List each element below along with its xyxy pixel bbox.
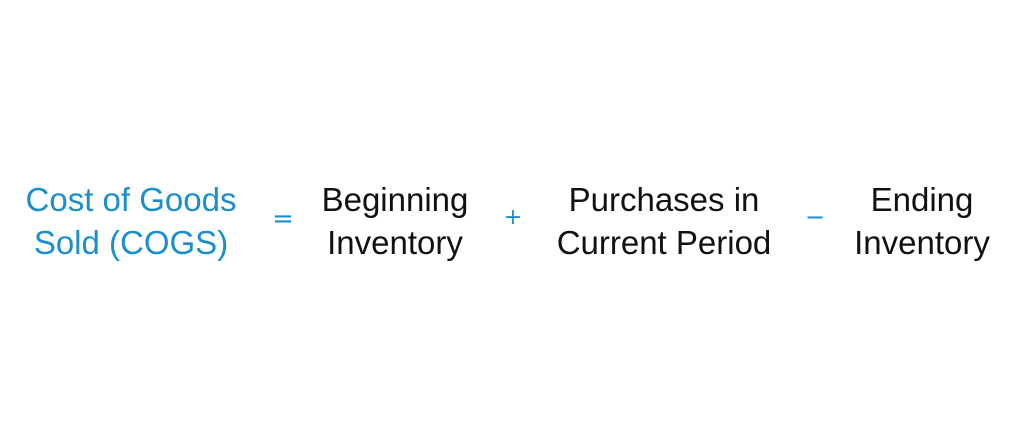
term2-line-1: Purchases in: [568, 181, 760, 218]
term2-line-2: Current Period: [556, 224, 772, 261]
minus-operator: −: [804, 203, 826, 231]
plus-operator: +: [503, 205, 523, 230]
term3-line-1: Ending: [870, 181, 974, 218]
result-line-2: Sold (COGS): [33, 224, 229, 261]
term1-line-2: Inventory: [327, 224, 463, 261]
result-line-1: Cost of Goods: [25, 181, 237, 218]
term-beginning-inventory: Beginning Inventory: [300, 178, 490, 264]
term1-line-1: Beginning: [321, 181, 469, 218]
equals-operator: =: [272, 204, 294, 234]
term-ending-inventory: Ending Inventory: [832, 178, 1012, 264]
term3-line-2: Inventory: [854, 224, 990, 261]
term-purchases-current-period: Purchases in Current Period: [530, 178, 798, 264]
result-term-cogs: Cost of Goods Sold (COGS): [0, 178, 262, 264]
